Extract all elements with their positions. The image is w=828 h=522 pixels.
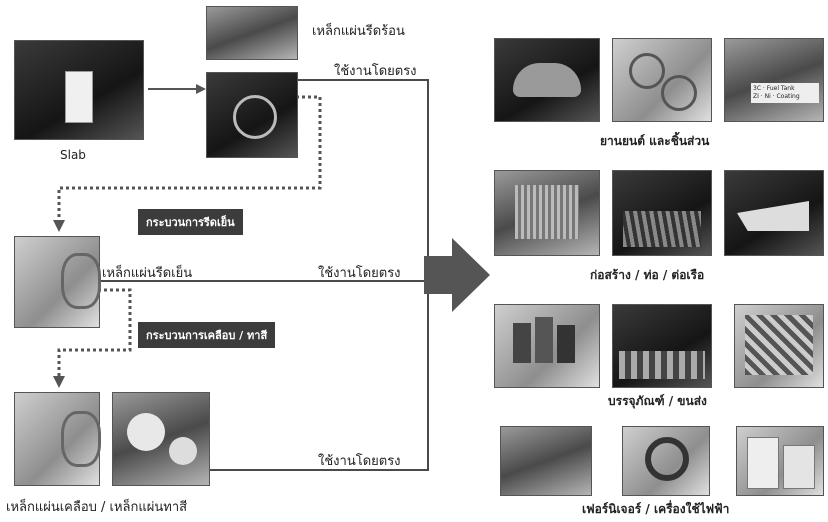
building-photo	[494, 170, 600, 256]
hot-rolled-plate-photo	[206, 6, 298, 60]
furniture-appliances-caption: เฟอร์นิเจอร์ / เครื่องใช้ไฟฟ้า	[582, 502, 730, 516]
cold-rolling-process-tag: กระบวนการรีดเย็น	[138, 209, 243, 235]
automotive-caption: ยานยนต์ และชิ้นส่วน	[600, 134, 710, 148]
cold-rolled-label: เหล็กแผ่นรีดเย็น	[102, 266, 193, 281]
direct-use-label-3: ใช้งานโดยตรง	[318, 454, 401, 469]
ship-photo	[724, 170, 824, 256]
cold-rolled-coil-photo	[14, 236, 101, 328]
cans-photo	[494, 304, 600, 388]
fuel-tank-text: 3C · Fuel Tank ZI · Ni · Coating	[751, 83, 819, 103]
fan-photo	[622, 426, 710, 496]
appliances-photo	[736, 426, 824, 496]
containers-photo	[612, 304, 712, 388]
painted-sheet-photo	[112, 392, 210, 486]
coating-painting-process-tag: กระบวนการเคลือบ / ทาสี	[138, 322, 276, 348]
hot-rolled-label: เหล็กแผ่นรีดร้อน	[312, 24, 405, 39]
construction-caption: ก่อสร้าง / ท่อ / ต่อเรือ	[590, 268, 705, 282]
slab-photo	[14, 40, 144, 140]
slab-label: Slab	[60, 148, 86, 162]
direct-use-label-1: ใช้งานโดยตรง	[334, 64, 417, 79]
pipes-photo	[612, 170, 712, 256]
direct-use-label-2: ใช้งานโดยตรง	[318, 266, 401, 281]
coated-painted-label: เหล็กแผ่นเคลือบ / เหล็กแผ่นทาสี	[6, 500, 188, 515]
fuel-tank-photo: 3C · Fuel Tank ZI · Ni · Coating	[724, 38, 824, 122]
hot-rolled-coil-photo	[206, 72, 298, 158]
packaging-caption: บรรจุภัณฑ์ / ขนส่ง	[608, 394, 707, 408]
coated-coil-photo	[14, 392, 101, 486]
office-furniture-photo	[500, 426, 592, 496]
wheels-photo	[612, 38, 712, 122]
car-photo	[494, 38, 600, 122]
packaging-photo	[734, 304, 824, 388]
